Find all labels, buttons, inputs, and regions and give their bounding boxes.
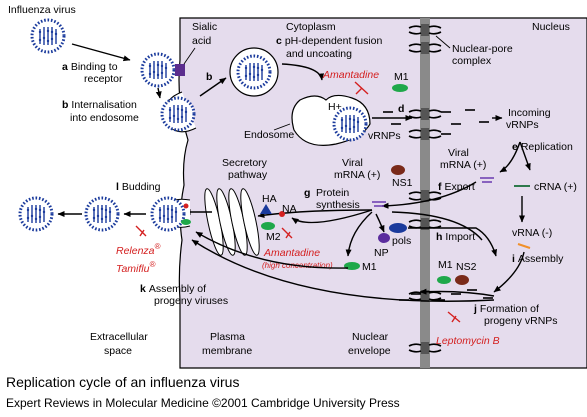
- secretory-pathway-label: Secretory: [222, 157, 268, 169]
- ha-protein-icon: [260, 204, 272, 214]
- m1-right-label: M1: [438, 259, 453, 271]
- incoming-vrnps-label: Incoming: [508, 107, 551, 119]
- figure-title: Replication cycle of an influenza virus: [6, 374, 240, 390]
- na-protein-icon: [279, 211, 285, 217]
- plasma-membrane-label: Plasma: [210, 331, 245, 343]
- figure-credit: Expert Reviews in Molecular Medicine ©20…: [6, 396, 400, 410]
- sialic-acid-label: Sialic: [192, 21, 217, 33]
- viral-mrna-mid-label: Viral: [342, 157, 363, 169]
- m1-protein-icon-2: [344, 262, 360, 270]
- m2-label: M2: [266, 231, 281, 243]
- sialic-acid-label-2: acid: [192, 35, 211, 47]
- nuclear-pore-label: Nuclear-pore: [452, 43, 513, 55]
- amantadine-label: Amantadine: [322, 69, 379, 81]
- amantadine-high-label: Amantadine: [263, 247, 320, 259]
- nuclear-envelope-label: Nuclear: [352, 331, 389, 343]
- m1-top-label: M1: [394, 71, 409, 83]
- h-plus-label: H+: [328, 101, 342, 113]
- protein-synthesis-label: Protein: [316, 187, 349, 199]
- ns1-label: NS1: [392, 177, 413, 189]
- m2-protein-icon: [261, 222, 275, 230]
- binding-virus-icon: [140, 52, 176, 88]
- pols-label: pols: [392, 235, 411, 247]
- m1-mid-label: M1: [362, 261, 377, 273]
- ns1-protein-icon: [391, 165, 405, 175]
- extracellular-label: Extracellular: [90, 331, 148, 343]
- step-b-arrow-label: b: [206, 71, 212, 83]
- protein-synthesis-label-2: synthesis: [316, 199, 360, 211]
- secretory-pathway-label-2: pathway: [228, 169, 268, 181]
- step-k-label-2: progeny viruses: [154, 295, 228, 307]
- ns2-protein-icon: [455, 275, 469, 285]
- endosome-virus-icon: [236, 54, 272, 90]
- budding-virus-icon: [150, 196, 186, 232]
- incoming-vrnps-label-2: vRNPs: [506, 119, 539, 131]
- viral-mrna-right-label: Viral: [448, 147, 469, 159]
- m1-protein-icon-3: [437, 276, 451, 284]
- ns2-label: NS2: [456, 261, 477, 273]
- ha-label: HA: [262, 193, 277, 205]
- uncoating-virus-icon: [332, 106, 368, 142]
- internalised-virus-icon: [160, 96, 196, 132]
- endosome-label: Endosome: [244, 129, 294, 141]
- pols-protein-icon: [389, 223, 407, 233]
- m1-protein-icon: [392, 84, 408, 92]
- step-b-label-2: into endosome: [70, 112, 139, 124]
- released-virus-icon-2: [18, 196, 54, 232]
- nucleus-label: Nucleus: [532, 21, 570, 33]
- nuclear-envelope-label-2: envelope: [348, 345, 391, 357]
- np-protein-icon: [378, 233, 390, 243]
- vrnps-label: vRNPs: [368, 130, 401, 142]
- released-virus-icon: [84, 196, 120, 232]
- step-a-label-2: receptor: [84, 73, 123, 85]
- cytoplasm-label: Cytoplasm: [286, 21, 336, 33]
- extracellular-label-2: space: [104, 345, 132, 357]
- crna-label: cRNA (+): [534, 181, 577, 193]
- step-d-label: d: [398, 103, 404, 115]
- virus-label: Influenza virus: [8, 4, 76, 16]
- viral-mrna-right-label-2: mRNA (+): [440, 159, 486, 171]
- tamiflu-label: Tamiflu®: [116, 260, 155, 275]
- step-g-label: g: [304, 187, 310, 199]
- relenza-label: Relenza®: [116, 242, 161, 257]
- golgi-secretory-icon: [204, 188, 260, 256]
- sialic-acid-receptor-icon: [175, 64, 185, 76]
- step-c-label-2: and uncoating: [286, 48, 352, 60]
- nuclear-pore-label-2: complex: [452, 55, 492, 67]
- influenza-virus-icon: [30, 18, 66, 54]
- np-label: NP: [374, 247, 389, 259]
- step-j-label-2: progeny vRNPs: [484, 315, 558, 327]
- vrna-label: vRNA (-): [512, 227, 552, 239]
- viral-mrna-mid-label-2: mRNA (+): [334, 169, 380, 181]
- na-label: NA: [282, 203, 297, 215]
- plasma-membrane-label-2: membrane: [202, 345, 252, 357]
- leptomycin-label: Leptomycin B: [436, 335, 500, 347]
